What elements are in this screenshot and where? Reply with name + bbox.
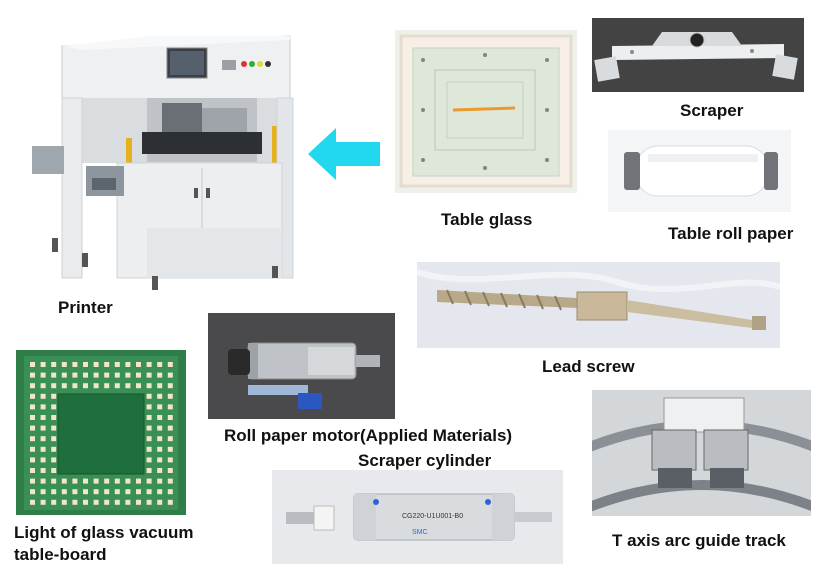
light-board-label-line2: table-board	[14, 545, 107, 564]
printer-photo	[22, 28, 312, 296]
light-board-photo	[16, 350, 186, 515]
light-board-label-line1: Light of glass vacuum	[14, 523, 194, 542]
table-glass-label: Table glass	[441, 210, 533, 229]
scraper-photo	[592, 18, 804, 92]
lead-screw-label: Lead screw	[542, 357, 635, 376]
table-roll-paper-photo	[608, 130, 791, 212]
cylinder-brand-text: SMC	[412, 529, 428, 536]
roll-paper-motor-photo	[208, 313, 395, 419]
cylinder-model-text: CG220-U1U001-B0	[402, 513, 463, 520]
t-axis-track-photo	[592, 390, 811, 516]
arrow-left-icon	[308, 128, 380, 180]
scraper-cylinder-label: Scraper cylinder	[358, 451, 492, 470]
scraper-label: Scraper	[680, 101, 744, 120]
t-axis-track-label: T axis arc guide track	[612, 531, 786, 550]
scraper-cylinder-photo: CG220-U1U001-B0 SMC	[272, 470, 563, 564]
roll-paper-motor-label: Roll paper motor(Applied Materials)	[224, 426, 513, 445]
printer-label: Printer	[58, 298, 113, 317]
table-roll-paper-label: Table roll paper	[668, 224, 794, 243]
lead-screw-photo	[417, 262, 780, 348]
table-glass-photo	[395, 30, 577, 193]
